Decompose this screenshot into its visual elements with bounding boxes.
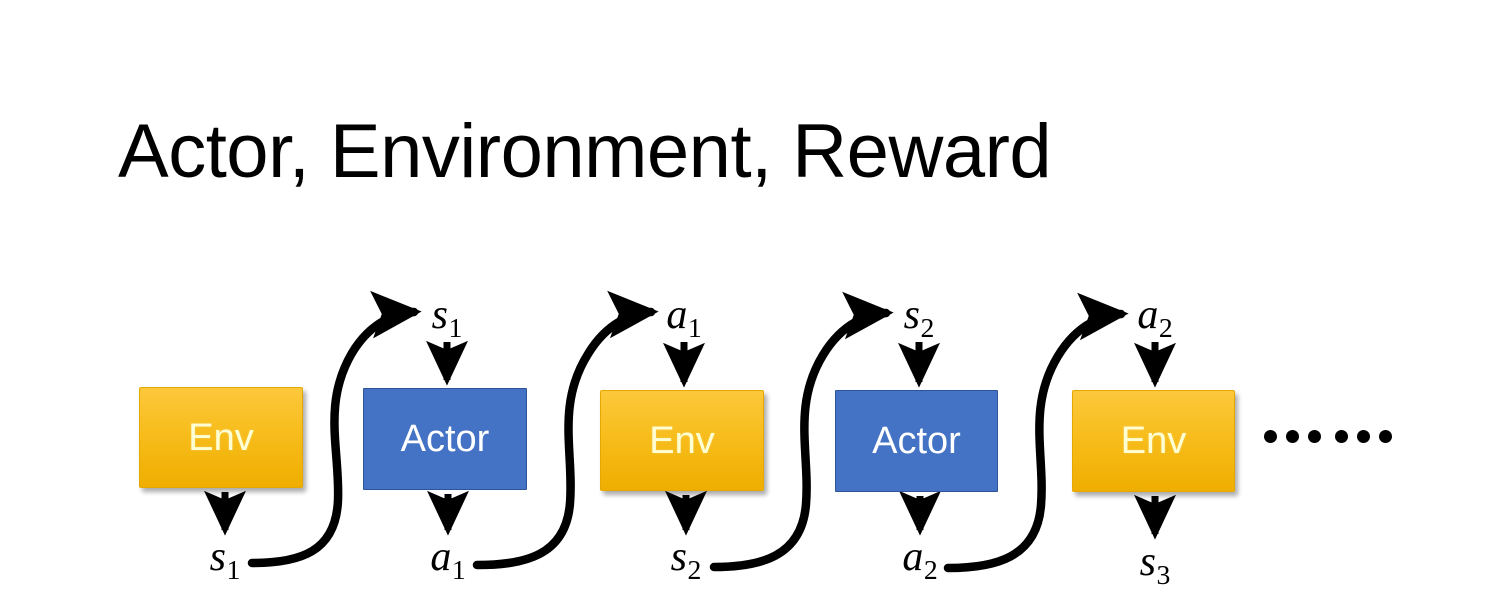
state-label-s3-bottom-base: s <box>1139 539 1156 586</box>
state-label-s2-top-sub: 2 <box>920 312 935 344</box>
ellipsis-continuation <box>1264 430 1392 443</box>
state-label-s3-bottom-sub: 3 <box>1156 559 1171 591</box>
ellipsis-dot <box>1264 430 1277 443</box>
ellipsis-dot <box>1308 430 1321 443</box>
actor-box-1[interactable]: Actor <box>363 388 527 490</box>
action-label-a2-bottom: a2 <box>902 536 937 584</box>
ellipsis-dot <box>1335 430 1348 443</box>
state-label-s1-top-sub: 1 <box>448 312 463 344</box>
state-label-s2-top: s2 <box>904 294 935 342</box>
ellipsis-dot <box>1286 430 1299 443</box>
state-label-s1-top: s1 <box>432 294 463 342</box>
action-label-a1-bottom-sub: 1 <box>451 554 466 586</box>
env-box-2-label: Env <box>649 419 715 462</box>
action-label-a1-top: a1 <box>666 294 701 342</box>
action-label-a1-bottom: a1 <box>430 536 465 584</box>
state-label-s1-top-base: s <box>431 292 448 339</box>
env-box-3-label: Env <box>1120 420 1187 462</box>
action-label-a1-top-sub: 1 <box>687 312 702 344</box>
action-label-a1-bottom-base: a <box>430 534 452 581</box>
ellipsis-dot <box>1379 430 1392 443</box>
env-box-1-label: Env <box>188 416 254 459</box>
state-label-s1-bottom: s1 <box>210 536 241 584</box>
action-label-a1-top-base: a <box>666 292 688 339</box>
state-label-s2-bottom: s2 <box>671 536 702 584</box>
state-label-s2-top-base: s <box>903 292 920 339</box>
action-label-a2-top-sub: 2 <box>1158 312 1173 344</box>
env-box-3[interactable]: Env <box>1072 390 1235 492</box>
ellipsis-dot <box>1357 430 1370 443</box>
env-box-2[interactable]: Env <box>600 390 764 491</box>
action-label-a2-bottom-sub: 2 <box>923 554 938 586</box>
action-label-a2-top: a2 <box>1137 294 1172 342</box>
actor-box-2[interactable]: Actor <box>835 390 998 492</box>
page-title: Actor, Environment, Reward <box>118 109 1052 194</box>
actor-box-1-label: Actor <box>400 418 490 460</box>
state-label-s2-bottom-base: s <box>670 534 687 581</box>
env-box-1[interactable]: Env <box>139 387 303 488</box>
state-label-s1-bottom-base: s <box>209 534 226 581</box>
state-label-s3-bottom: s3 <box>1140 541 1171 589</box>
state-label-s2-bottom-sub: 2 <box>687 554 702 586</box>
action-label-a2-bottom-base: a <box>902 534 924 581</box>
action-label-a2-top-base: a <box>1137 292 1159 339</box>
actor-box-2-label: Actor <box>872 420 961 462</box>
state-label-s1-bottom-sub: 1 <box>226 554 241 586</box>
